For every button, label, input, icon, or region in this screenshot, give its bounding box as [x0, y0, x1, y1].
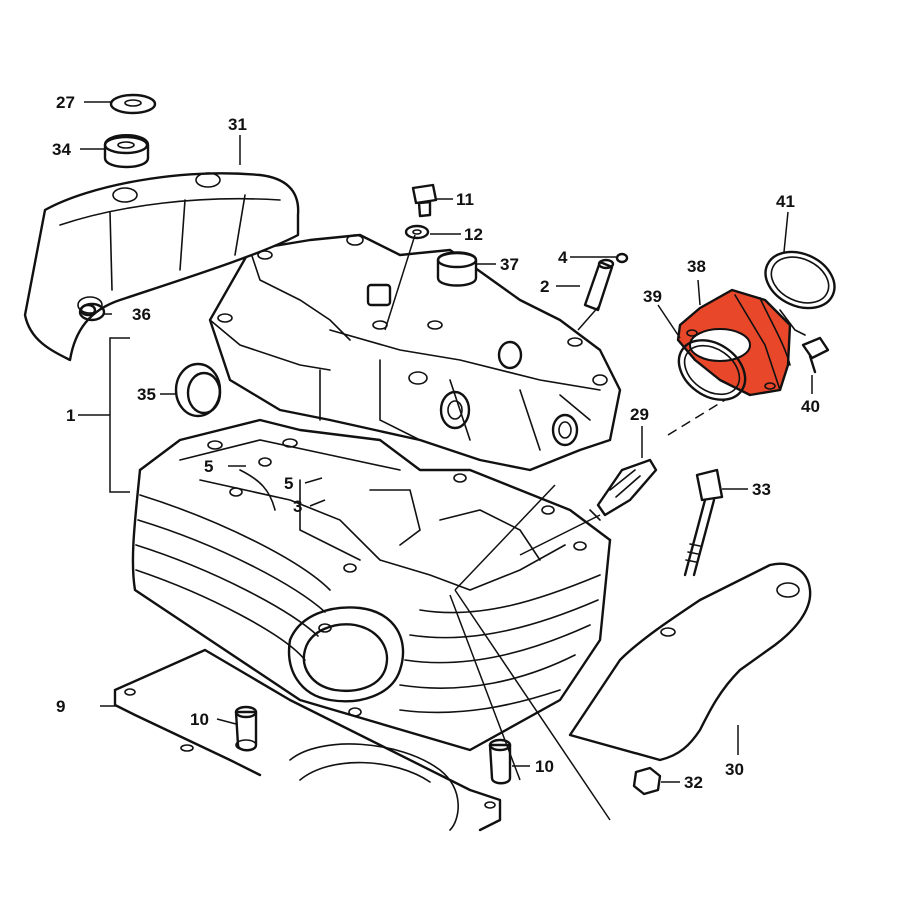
callout-11: 11: [456, 190, 474, 209]
grommet-34: [103, 134, 150, 169]
callout-4: 4: [558, 248, 568, 267]
callout-33: 33: [752, 480, 771, 499]
callout-35: 35: [137, 385, 156, 404]
callout-6: 5: [204, 457, 213, 476]
intake-pipe-38: [676, 288, 792, 397]
callout-9: 9: [56, 697, 65, 716]
dowel-pin-10-right: [488, 738, 512, 785]
callout-36: 36: [132, 305, 151, 324]
callout-38: 38: [687, 257, 706, 276]
head-gasket: [113, 648, 502, 832]
callout-40: 40: [801, 397, 820, 416]
side-cover-30: [568, 562, 812, 762]
cap-37: [436, 251, 478, 287]
pin-4: [615, 252, 629, 264]
washer-12: [404, 224, 430, 240]
callout-37: 37: [500, 255, 519, 274]
callout-27: 27: [56, 93, 75, 112]
callout-39: 39: [643, 287, 662, 306]
screw-40: [801, 336, 830, 374]
clamp-41: [764, 250, 836, 336]
callout-12: 12: [464, 225, 483, 244]
callout-41: 41: [776, 192, 795, 211]
spark-plug-29: [589, 458, 658, 521]
callout-34: 34: [52, 140, 71, 159]
leader-lines: [78, 101, 813, 821]
callout-10-left: 10: [190, 710, 209, 729]
callout-10-right: 10: [535, 757, 554, 776]
callout-31: 31: [228, 115, 247, 134]
callout-30: 30: [725, 760, 744, 779]
callout-32: 32: [684, 773, 703, 792]
rocker-housing: [208, 233, 622, 472]
callout-1: 1: [66, 406, 75, 425]
bolt-11: [411, 183, 438, 218]
callout-3: 3: [293, 497, 302, 516]
dowel-pin-10-left: [234, 705, 258, 752]
stud-bolt-33: [683, 468, 724, 577]
callout-5: 5: [284, 474, 293, 493]
rocker-cover: [23, 172, 300, 362]
o-ring-39: [677, 339, 747, 401]
seal-35: [174, 362, 222, 418]
cylinder-head: [131, 418, 612, 752]
callout-labels: 27 34 31 36 35 1 5 5 3 11 12 37 4 2 29 3…: [52, 93, 820, 792]
rubber-36: [78, 302, 106, 322]
nut-32: [632, 766, 662, 796]
pin-2: [583, 258, 615, 312]
callout-29: 29: [630, 405, 649, 424]
callout-2: 2: [540, 277, 549, 296]
washer-27: [109, 93, 157, 115]
